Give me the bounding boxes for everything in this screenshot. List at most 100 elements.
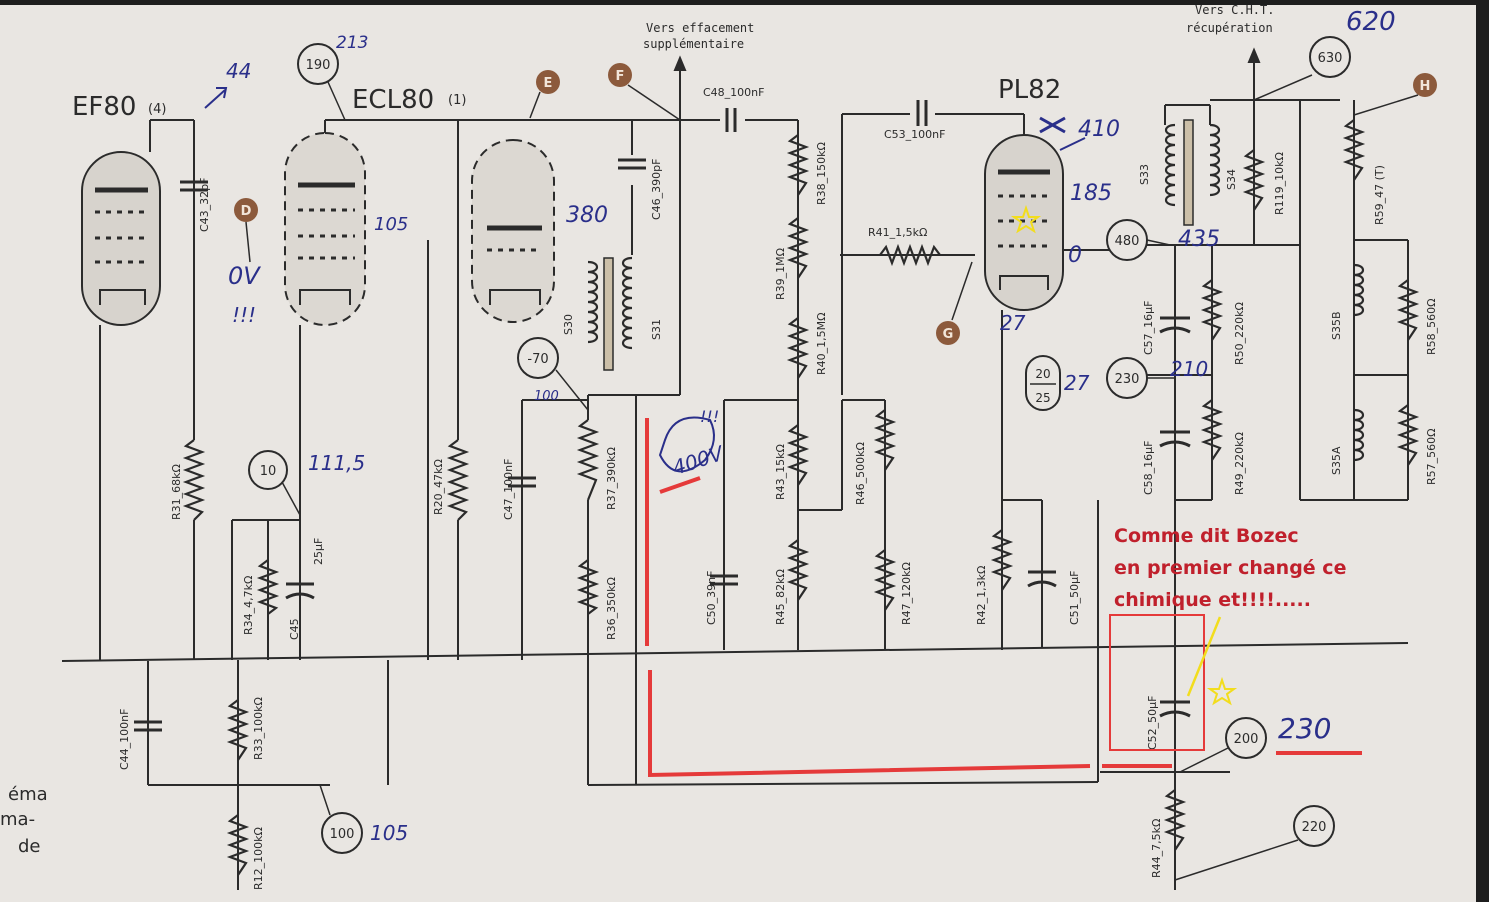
handwritten-notes: 44 213 105 0V !!! 380 410 185 0 435 27 2… <box>226 7 1396 845</box>
label-r12: R12_100kΩ <box>252 827 265 890</box>
pen-111-5: 111,5 <box>308 451 365 475</box>
pen-27b: 27 <box>1064 371 1090 395</box>
label-r45: R45_82kΩ <box>774 569 787 625</box>
label-r39: R39_1MΩ <box>774 248 787 300</box>
label-c47: C47_100nF <box>502 459 515 520</box>
label-c43: C43_32pF <box>198 178 211 232</box>
pen-410: 410 <box>1078 117 1120 142</box>
transformer-core-s30 <box>603 257 614 371</box>
tube-ef80-suffix: (4) <box>148 102 166 117</box>
label-r33: R33_100kΩ <box>252 697 265 760</box>
label-r57: R57_560Ω <box>1425 428 1438 485</box>
label-s30: S30 <box>562 314 575 335</box>
capacitors <box>134 100 1191 732</box>
side-text-2: ma- <box>0 809 35 830</box>
label-c53: C53_100nF <box>884 128 945 141</box>
pen-100: 100 <box>534 389 559 404</box>
tube-ef80: EF80 <box>72 92 136 122</box>
annotation-pointer-line <box>1186 616 1222 697</box>
label-r41: R41_1,5kΩ <box>868 226 927 239</box>
annotation: Comme dit Bozec en premier changé ce chi… <box>1114 525 1346 611</box>
label-r44: R44_7,5kΩ <box>1150 819 1163 878</box>
label-r59: R59_47 (T) <box>1373 165 1386 225</box>
label-r40: R40_1,5MΩ <box>815 312 828 375</box>
pen-620: 620 <box>1346 7 1396 37</box>
test-point-220-label: 220 <box>1302 820 1327 835</box>
label-c46: C46_390pF <box>650 159 663 220</box>
resistors <box>182 119 1420 876</box>
label-c52: C52_50µF <box>1146 695 1159 750</box>
star-icon-pl82 <box>1010 204 1042 234</box>
tube-pl82: PL82 <box>998 75 1061 105</box>
test-point-230-label: 230 <box>1115 372 1140 387</box>
pen-380: 380 <box>566 203 608 228</box>
dark-border-right <box>1476 0 1489 902</box>
label-r46: R46_500kΩ <box>854 442 867 505</box>
test-point-10-label: 10 <box>260 464 277 479</box>
label-r47: R47_120kΩ <box>900 562 913 625</box>
label-r37: R37_390kΩ <box>605 447 618 510</box>
side-text-1: éma <box>8 784 48 805</box>
pen-210: 210 <box>1170 357 1208 381</box>
label-c50: C50_39nF <box>705 571 718 625</box>
coils <box>587 123 1365 462</box>
test-point-480-label: 480 <box>1115 234 1140 249</box>
label-c48: C48_100nF <box>703 86 764 99</box>
paper-background <box>0 4 1476 902</box>
dark-border-top <box>0 0 1489 5</box>
component-labels-vertical: C43_32pF C46_390pF R38_150kΩ R39_1MΩ R40… <box>118 142 1438 890</box>
side-text-3: de <box>18 836 41 857</box>
annotation-line3: chimique et!!!!..... <box>1114 589 1311 611</box>
test-point-g-label: G <box>943 327 954 342</box>
test-point-10 <box>248 450 288 490</box>
label-s31: S31 <box>650 319 663 340</box>
pen-213: 213 <box>336 33 368 53</box>
note-recuperation-2: récupération <box>1186 21 1273 35</box>
test-point-190-label: 190 <box>306 58 331 73</box>
test-point-e <box>536 70 560 94</box>
test-point-minus70 <box>517 337 559 379</box>
label-s35a: S35A <box>1330 446 1343 475</box>
label-r20: R20_47kΩ <box>432 459 445 515</box>
red-highlights <box>645 418 1362 778</box>
test-point-25-label: 25 <box>1035 391 1050 405</box>
pen-230: 230 <box>1278 712 1331 745</box>
star-icon-c52 <box>1206 676 1238 706</box>
side-text: éma ma- de <box>0 784 48 857</box>
label-r31: R31_68kΩ <box>170 464 183 520</box>
label-r50: R50_220kΩ <box>1233 302 1246 365</box>
pen-105a: 105 <box>374 214 408 235</box>
component-labels-horizontal: C48_100nF C53_100nF R41_1,5kΩ <box>703 86 945 239</box>
pen-185: 185 <box>1070 181 1112 206</box>
test-point-d-label: D <box>241 204 252 219</box>
test-point-f <box>608 63 632 87</box>
label-r38: R38_150kΩ <box>815 142 828 205</box>
label-r119: R119_10kΩ <box>1273 152 1286 215</box>
pointer-lines <box>245 74 1419 881</box>
label-r43: R43_15kΩ <box>774 444 787 500</box>
label-c58: C58_16µF <box>1142 440 1155 495</box>
test-point-g <box>936 321 960 345</box>
annotation-line1: Comme dit Bozec <box>1114 525 1299 547</box>
test-point-f-label: F <box>616 69 625 84</box>
pen-400v-marks: !!! <box>700 407 719 426</box>
label-s35b: S35B <box>1330 311 1343 340</box>
test-point-190 <box>297 43 339 85</box>
label-r42: R42_1,3kΩ <box>975 566 988 625</box>
test-point-200-label: 200 <box>1234 732 1259 747</box>
pen-435: 435 <box>1178 227 1220 252</box>
test-point-630 <box>1309 36 1351 78</box>
pen-marks <box>204 87 1086 473</box>
pen-105b: 105 <box>370 821 408 845</box>
label-c44: C44_100nF <box>118 709 131 770</box>
tube-ecl80-suffix: (1) <box>448 93 466 108</box>
test-points: 190 E F D G H 630 480 230 10 -70 100 200… <box>234 36 1437 854</box>
label-r36: R36_350kΩ <box>605 577 618 640</box>
pen-0v: 0V <box>228 262 261 290</box>
test-point-d <box>234 198 258 222</box>
label-r58: R58_560Ω <box>1425 298 1438 355</box>
test-point-h-label: H <box>1420 79 1431 94</box>
pen-0v-marks: !!! <box>232 303 256 327</box>
pen-0: 0 <box>1068 243 1082 268</box>
